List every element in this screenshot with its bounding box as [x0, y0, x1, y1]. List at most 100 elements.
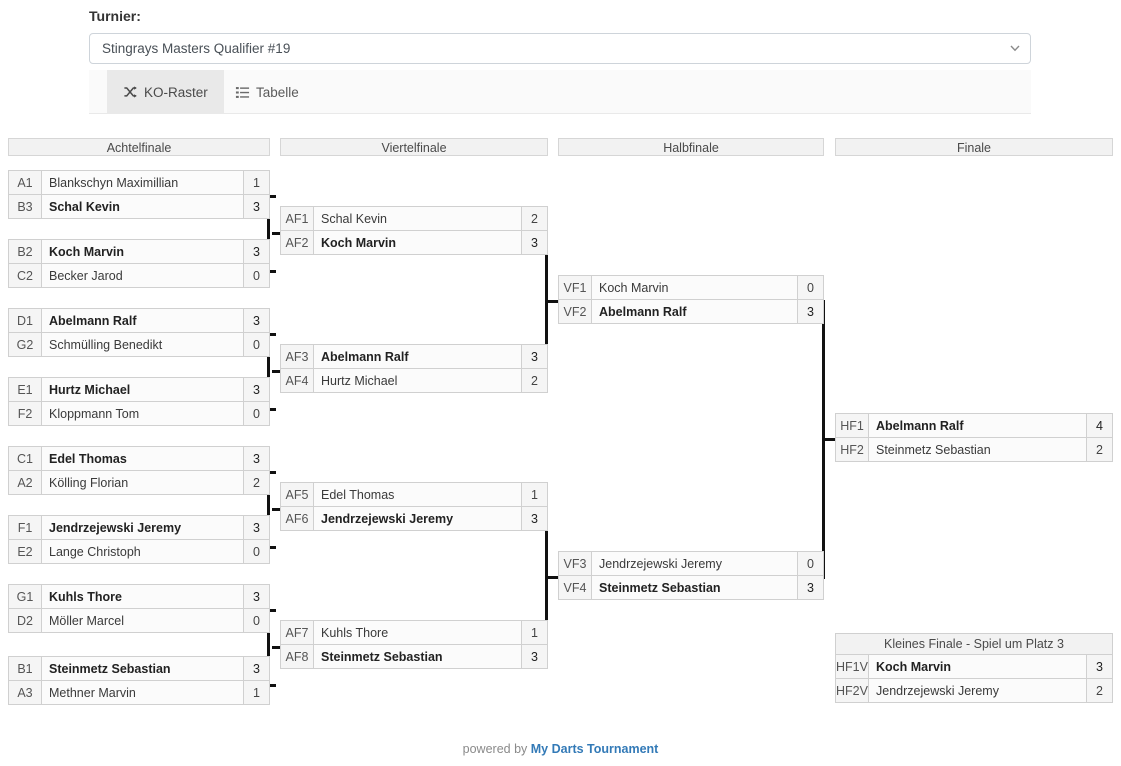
- player-name: Möller Marcel: [42, 609, 243, 632]
- match-r3m1[interactable]: VF1 Koch Marvin 0 VF2 Abelmann Ralf 3: [558, 275, 824, 324]
- match-row[interactable]: A1 Blankschyn Maximillian 1: [9, 170, 269, 194]
- match-row[interactable]: D2 Möller Marcel 0: [9, 608, 269, 632]
- match-row[interactable]: D1 Abelmann Ralf 3: [9, 308, 269, 332]
- shuffle-icon: [123, 85, 138, 100]
- match-row[interactable]: HF1 Abelmann Ralf 4: [836, 413, 1112, 437]
- connector-line: [267, 609, 276, 612]
- player-name: Kölling Florian: [42, 471, 243, 494]
- match-r1m5[interactable]: C1 Edel Thomas 3 A2 Kölling Florian 2: [8, 446, 270, 495]
- player-name: Methner Marvin: [42, 681, 243, 704]
- match-r1m4[interactable]: E1 Hurtz Michael 3 F2 Kloppmann Tom 0: [8, 377, 270, 426]
- match-row[interactable]: B2 Koch Marvin 3: [9, 239, 269, 263]
- match-row[interactable]: AF1 Schal Kevin 2: [281, 206, 547, 230]
- match-row[interactable]: B3 Schal Kevin 3: [9, 194, 269, 218]
- match-row[interactable]: E1 Hurtz Michael 3: [9, 377, 269, 401]
- player-name: Koch Marvin: [42, 240, 243, 263]
- score-value: 2: [521, 207, 547, 230]
- connector-line: [267, 684, 276, 687]
- footer-prefix: powered by: [462, 742, 531, 756]
- match-row[interactable]: VF1 Koch Marvin 0: [559, 275, 823, 299]
- tab-ko-raster[interactable]: KO-Raster: [107, 70, 224, 114]
- connector-line: [267, 195, 276, 198]
- round-header-finale: Finale: [835, 138, 1113, 156]
- player-name: Blankschyn Maximillian: [42, 171, 243, 194]
- match-row[interactable]: A2 Kölling Florian 2: [9, 470, 269, 494]
- match-row[interactable]: G2 Schmülling Benedikt 0: [9, 332, 269, 356]
- match-r1m7[interactable]: G1 Kuhls Thore 3 D2 Möller Marcel 0: [8, 584, 270, 633]
- match-row[interactable]: AF8 Steinmetz Sebastian 3: [281, 644, 547, 668]
- tournament-select[interactable]: Stingrays Masters Qualifier #19: [89, 33, 1031, 64]
- match-r1m8[interactable]: B1 Steinmetz Sebastian 3 A3 Methner Marv…: [8, 656, 270, 705]
- score-value: 3: [243, 240, 269, 263]
- match-r2m1[interactable]: AF1 Schal Kevin 2 AF2 Koch Marvin 3: [280, 206, 548, 255]
- match-r2m4[interactable]: AF7 Kuhls Thore 1 AF8 Steinmetz Sebastia…: [280, 620, 548, 669]
- connector-line: [545, 508, 548, 646]
- score-value: 3: [243, 657, 269, 680]
- match-row[interactable]: AF3 Abelmann Ralf 3: [281, 344, 547, 368]
- match-row[interactable]: VF2 Abelmann Ralf 3: [559, 299, 823, 323]
- connector-line: [822, 300, 825, 576]
- match-row[interactable]: G1 Kuhls Thore 3: [9, 584, 269, 608]
- score-value: 3: [243, 195, 269, 218]
- match-r2m3[interactable]: AF5 Edel Thomas 1 AF6 Jendrzejewski Jere…: [280, 482, 548, 531]
- score-value: 3: [521, 345, 547, 368]
- match-row[interactable]: F1 Jendrzejewski Jeremy 3: [9, 515, 269, 539]
- match-row[interactable]: AF5 Edel Thomas 1: [281, 482, 547, 506]
- connector-line: [272, 232, 282, 235]
- match-row[interactable]: VF4 Steinmetz Sebastian 3: [559, 575, 823, 599]
- seed-label: VF4: [559, 576, 592, 599]
- match-row[interactable]: HF2V Jendrzejewski Jeremy 2: [836, 678, 1112, 702]
- tab-tabelle[interactable]: Tabelle: [219, 70, 315, 114]
- match-row[interactable]: HF2 Steinmetz Sebastian 2: [836, 437, 1112, 461]
- seed-label: AF8: [281, 645, 314, 668]
- player-name: Abelmann Ralf: [314, 345, 521, 368]
- player-name: Jendrzejewski Jeremy: [592, 552, 797, 575]
- match-row[interactable]: AF7 Kuhls Thore 1: [281, 620, 547, 644]
- match-r1m1[interactable]: A1 Blankschyn Maximillian 1 B3 Schal Kev…: [8, 170, 270, 219]
- round-header-viertelfinale: Viertelfinale: [280, 138, 548, 156]
- seed-label: E1: [9, 378, 42, 401]
- score-value: 0: [243, 264, 269, 287]
- tab-tabelle-label: Tabelle: [256, 84, 299, 100]
- match-row[interactable]: AF2 Koch Marvin 3: [281, 230, 547, 254]
- match-r3m2[interactable]: VF3 Jendrzejewski Jeremy 0 VF4 Steinmetz…: [558, 551, 824, 600]
- connector-line: [272, 646, 282, 649]
- match-row[interactable]: A3 Methner Marvin 1: [9, 680, 269, 704]
- bracket: Achtelfinale Viertelfinale Halbfinale Fi…: [0, 128, 1121, 728]
- player-name: Kloppmann Tom: [42, 402, 243, 425]
- seed-label: E2: [9, 540, 42, 563]
- player-name: Steinmetz Sebastian: [314, 645, 521, 668]
- tab-strip: KO-Raster Tabelle: [89, 70, 1031, 114]
- match-row[interactable]: C1 Edel Thomas 3: [9, 446, 269, 470]
- match-final[interactable]: HF1 Abelmann Ralf 4 HF2 Steinmetz Sebast…: [835, 413, 1113, 462]
- score-value: 0: [797, 276, 823, 299]
- match-r2m2[interactable]: AF3 Abelmann Ralf 3 AF4 Hurtz Michael 2: [280, 344, 548, 393]
- score-value: 3: [243, 585, 269, 608]
- score-value: 4: [1086, 414, 1112, 437]
- match-row[interactable]: AF4 Hurtz Michael 2: [281, 368, 547, 392]
- connector-line: [267, 471, 276, 474]
- score-value: 0: [243, 609, 269, 632]
- score-value: 3: [243, 516, 269, 539]
- match-row[interactable]: HF1V Koch Marvin 3: [836, 654, 1112, 678]
- seed-label: AF6: [281, 507, 314, 530]
- match-r1m3[interactable]: D1 Abelmann Ralf 3 G2 Schmülling Benedik…: [8, 308, 270, 357]
- match-row[interactable]: C2 Becker Jarod 0: [9, 263, 269, 287]
- match-third-place[interactable]: Kleines Finale - Spiel um Platz 3 HF1V K…: [835, 633, 1113, 703]
- seed-label: AF1: [281, 207, 314, 230]
- match-row[interactable]: F2 Kloppmann Tom 0: [9, 401, 269, 425]
- player-name: Jendrzejewski Jeremy: [869, 679, 1086, 702]
- match-row[interactable]: VF3 Jendrzejewski Jeremy 0: [559, 551, 823, 575]
- player-name: Hurtz Michael: [314, 369, 521, 392]
- seed-label: VF2: [559, 300, 592, 323]
- match-r1m2[interactable]: B2 Koch Marvin 3 C2 Becker Jarod 0: [8, 239, 270, 288]
- match-row[interactable]: B1 Steinmetz Sebastian 3: [9, 656, 269, 680]
- score-value: 2: [243, 471, 269, 494]
- footer-brand-link[interactable]: My Darts Tournament: [530, 742, 659, 756]
- match-r1m6[interactable]: F1 Jendrzejewski Jeremy 3 E2 Lange Chris…: [8, 515, 270, 564]
- match-row[interactable]: AF6 Jendrzejewski Jeremy 3: [281, 506, 547, 530]
- score-value: 1: [243, 171, 269, 194]
- player-name: Edel Thomas: [314, 483, 521, 506]
- player-name: Koch Marvin: [869, 655, 1086, 678]
- match-row[interactable]: E2 Lange Christoph 0: [9, 539, 269, 563]
